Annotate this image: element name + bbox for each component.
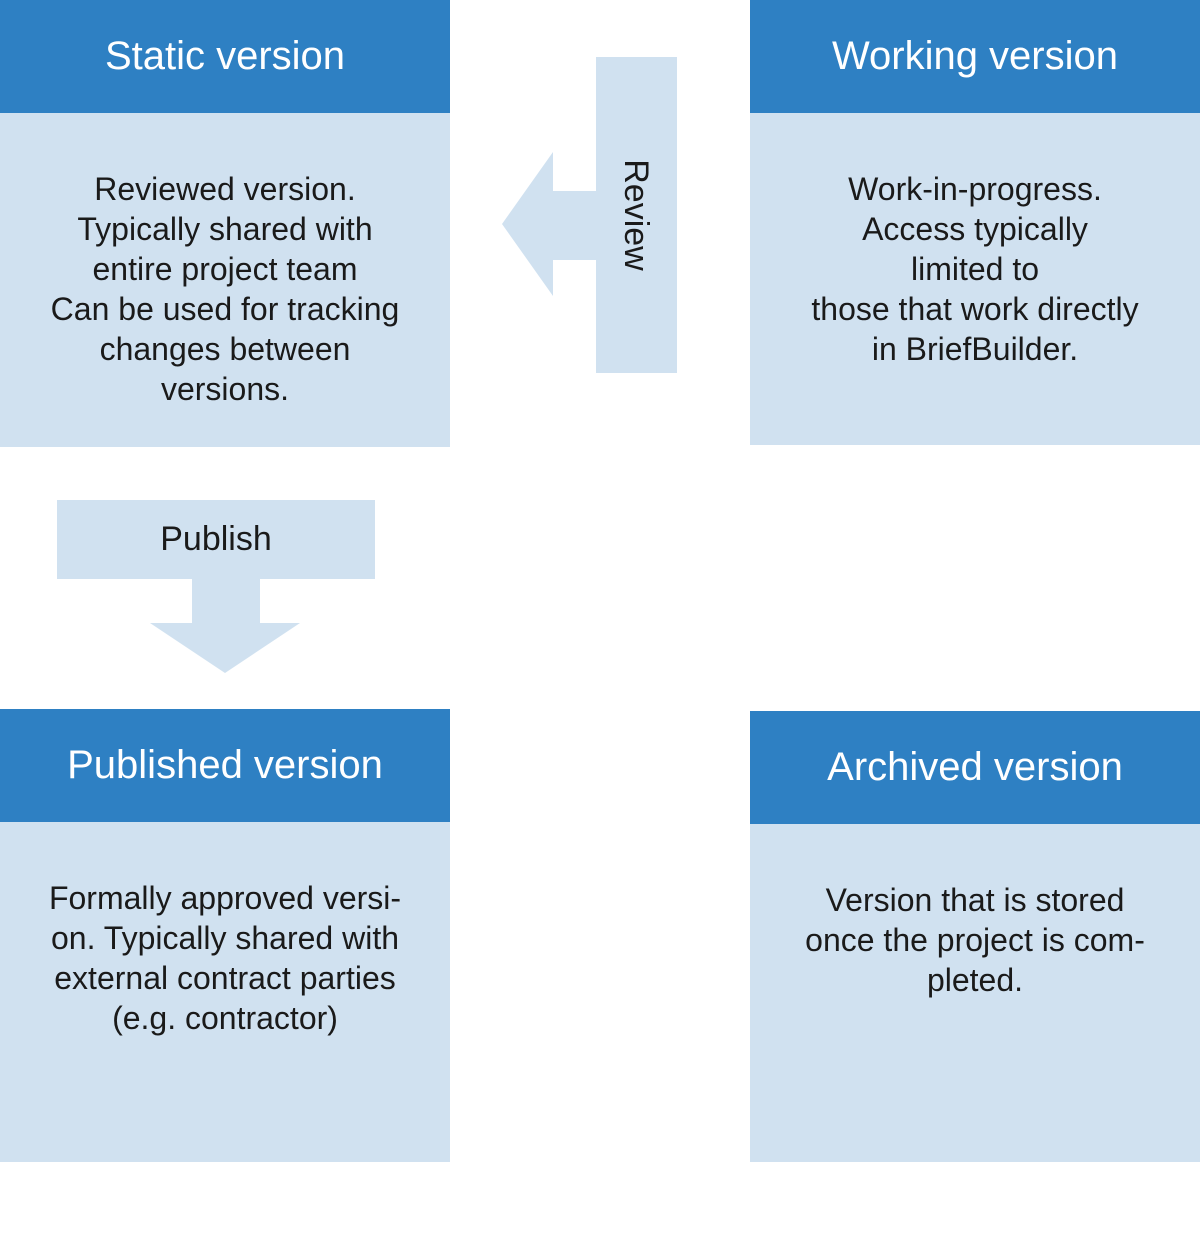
publish-arrow-icon (57, 500, 375, 673)
review-arrow-label: Review (617, 159, 655, 271)
working-version-header: Working version (750, 0, 1200, 113)
working-version-title: Working version (831, 34, 1119, 78)
publish-arrow-label: Publish (160, 520, 272, 558)
published-version-header: Published version (0, 709, 450, 822)
archived-version-body: Version that is stored once the project … (750, 824, 1200, 1162)
static-version-title: Static version (104, 34, 346, 78)
static-version-box: Static version Reviewed version. Typical… (0, 0, 450, 447)
published-version-box: Published version Formally approved vers… (0, 709, 450, 1162)
review-arrow-icon (502, 57, 677, 373)
working-version-box: Working version Work-in-progress. Access… (750, 0, 1200, 445)
archived-version-header: Archived version (750, 711, 1200, 824)
archived-version-box: Archived version Version that is stored … (750, 711, 1200, 1162)
archived-version-title: Archived version (827, 745, 1123, 789)
static-version-body: Reviewed version. Typically shared with … (0, 113, 450, 447)
working-version-body: Work-in-progress. Access typically limit… (750, 113, 1200, 445)
published-version-body: Formally approved versi- on. Typically s… (0, 822, 450, 1162)
published-version-title: Published version (67, 743, 383, 787)
static-version-header: Static version (0, 0, 450, 113)
